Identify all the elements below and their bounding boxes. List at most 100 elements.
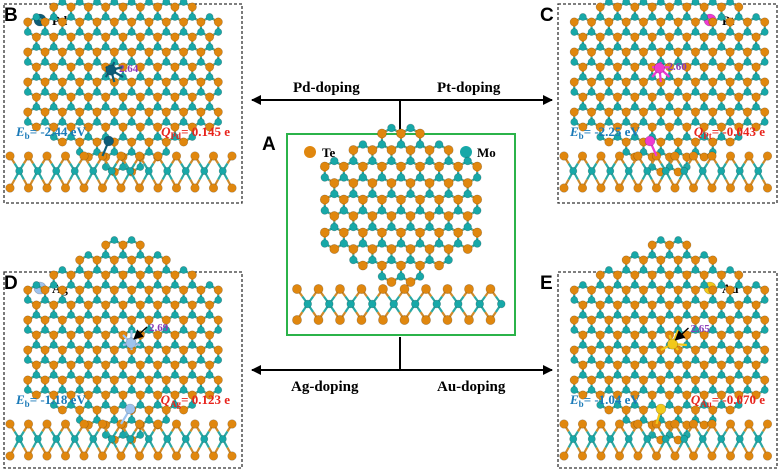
te-atom [179, 375, 189, 385]
mo-atom [346, 299, 355, 309]
te-atom [97, 419, 108, 429]
te-atom [699, 270, 709, 280]
te-atom [630, 390, 640, 400]
te-atom [621, 255, 631, 265]
te-atom [127, 17, 137, 27]
mo-atom [570, 28, 579, 36]
mo-atom [41, 88, 49, 96]
mo-atom [444, 255, 453, 265]
mo-atom [648, 311, 657, 319]
te-atom [630, 122, 640, 132]
te-atom [49, 122, 59, 132]
mo-atom [171, 401, 179, 409]
mo-atom [613, 281, 622, 289]
mo-atom [691, 28, 700, 36]
te-atom [49, 62, 59, 72]
te-atom [83, 330, 93, 340]
te-atom [734, 32, 744, 42]
mo-atom [579, 371, 587, 379]
mo-atom [613, 73, 622, 81]
eb-subscript: b [25, 131, 30, 141]
te-atom [134, 451, 145, 461]
te-atom [127, 285, 137, 295]
mo-atom [93, 118, 101, 126]
mo-atom [58, 356, 67, 364]
mo-atom [726, 118, 734, 126]
te-atom [171, 419, 182, 429]
mo-atom [41, 386, 49, 394]
te-atom [83, 390, 93, 400]
mo-atom [93, 58, 101, 66]
te-atom [127, 375, 137, 385]
mo-atom [596, 103, 605, 111]
mo-atom [205, 73, 214, 81]
te-atom [187, 300, 197, 310]
te-atom [319, 227, 330, 238]
mo-atom [726, 356, 734, 364]
te-atom [751, 62, 761, 72]
mo-atom [162, 88, 171, 96]
te-atom [716, 270, 726, 280]
te-atom [134, 183, 145, 193]
te-atom [639, 375, 649, 385]
mo-atom [605, 386, 613, 394]
te-atom [109, 375, 119, 385]
panel-c-frame [557, 3, 778, 204]
te-atom [725, 405, 735, 415]
te-atom [75, 315, 85, 325]
panel-c-side-view [559, 135, 773, 193]
te-atom [367, 178, 378, 188]
mo-atom [23, 296, 32, 304]
te-atom [664, 122, 674, 132]
mo-atom [752, 311, 760, 319]
te-atom [690, 107, 700, 117]
te-atom [144, 107, 154, 117]
mo-atom [444, 156, 453, 166]
te-atom [23, 419, 34, 429]
te-atom [205, 330, 215, 340]
te-atom [707, 183, 717, 193]
mo-atom [75, 326, 84, 334]
bond-distance-label: 2.64 [119, 63, 139, 75]
te-atom [569, 47, 579, 57]
te-atom [604, 47, 614, 57]
te-atom [23, 17, 33, 27]
mo-atom-icon [460, 146, 472, 158]
mo-atom [205, 281, 214, 289]
mo-atom [708, 88, 717, 96]
mo-atom [52, 167, 61, 175]
te-atom [213, 107, 223, 117]
mo-atom [145, 28, 153, 36]
mo-atom [70, 167, 79, 175]
te-atom [92, 255, 102, 265]
te-atom [196, 315, 206, 325]
te-atom [170, 300, 180, 310]
te-atom [699, 152, 709, 162]
mo-atom [587, 58, 596, 66]
te-atom [144, 255, 154, 265]
eb-subscript: b [579, 399, 584, 409]
mo-atom [84, 401, 93, 409]
te-atom [109, 405, 119, 415]
mo-atom [569, 167, 578, 175]
mo-atom [734, 73, 743, 81]
eb-subscript: b [25, 399, 30, 409]
te-atom [187, 62, 197, 72]
mo-atom [49, 133, 58, 141]
mo-atom [587, 326, 596, 334]
te-atom [378, 315, 388, 325]
te-atom [75, 77, 85, 87]
te-atom [187, 360, 197, 370]
te-atom [187, 330, 197, 340]
mo-atom [579, 341, 587, 349]
te-atom [205, 390, 215, 400]
te-atom [587, 17, 597, 27]
mo-atom [330, 156, 339, 166]
mo-atom [743, 58, 752, 66]
mo-atom [179, 118, 188, 126]
te-atom [630, 92, 640, 102]
mo-atom [23, 88, 32, 96]
mo-atom [368, 222, 377, 232]
mo-atom [691, 0, 700, 6]
mo-atom [639, 296, 648, 304]
